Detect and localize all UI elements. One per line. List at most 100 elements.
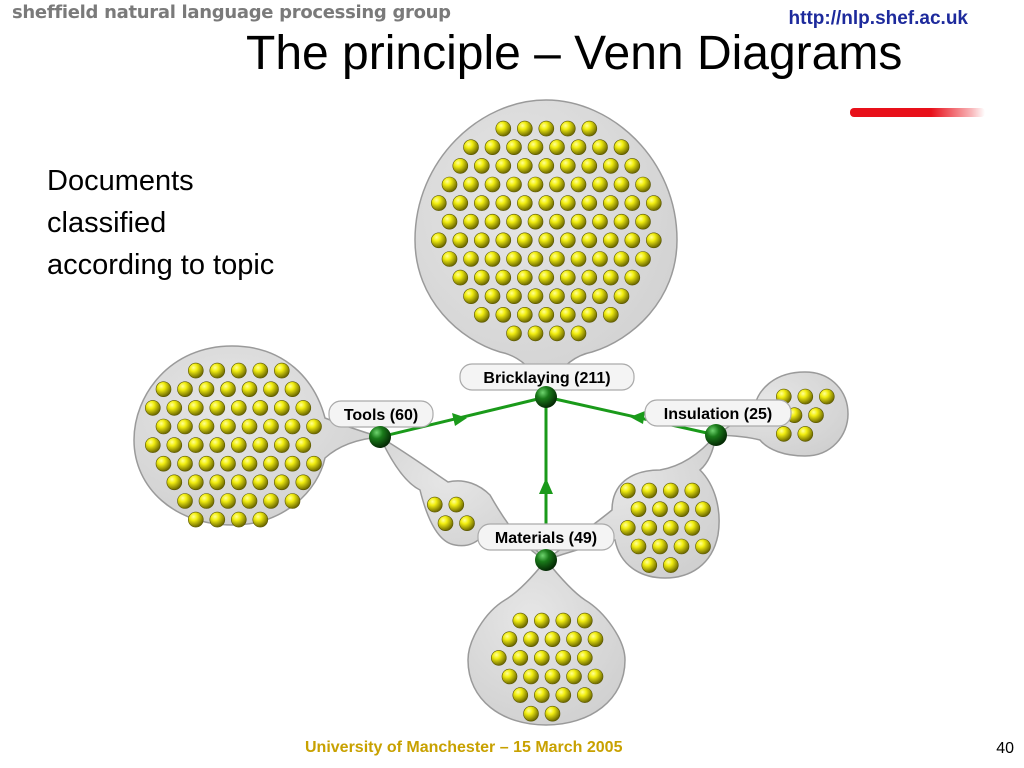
document-ball <box>797 388 814 405</box>
materials-label: Materials (49) <box>495 530 597 547</box>
document-ball <box>602 158 619 174</box>
document-ball <box>273 437 290 453</box>
document-ball <box>635 213 651 230</box>
document-ball <box>516 120 533 137</box>
document-ball <box>527 251 544 267</box>
document-ball <box>630 538 647 555</box>
document-ball <box>527 176 544 193</box>
document-ball <box>241 381 258 398</box>
document-ball <box>652 501 668 518</box>
topic-labels[interactable]: Bricklaying (211) Tools (60) Insulation … <box>328 363 792 551</box>
document-ball <box>220 493 236 509</box>
document-ball <box>273 400 290 416</box>
document-ball <box>645 232 662 249</box>
document-ball <box>516 232 533 249</box>
document-ball <box>198 493 215 509</box>
document-ball <box>662 482 679 499</box>
document-ball <box>538 306 555 323</box>
document-ball <box>549 213 565 230</box>
document-ball <box>188 362 204 379</box>
document-ball <box>592 213 608 230</box>
document-ball <box>441 176 458 193</box>
document-ball <box>252 437 269 453</box>
document-ball <box>231 400 247 416</box>
document-ball <box>306 418 322 435</box>
document-ball <box>516 306 533 323</box>
document-ball <box>581 269 598 286</box>
document-ball <box>533 650 550 666</box>
caption-line-2: classified <box>47 207 167 239</box>
document-ball <box>570 139 587 155</box>
document-ball <box>523 631 539 648</box>
document-ball <box>555 650 572 666</box>
document-ball <box>592 139 608 155</box>
document-ball <box>662 520 679 536</box>
brand-logo-text: sheffield natural language processing gr… <box>12 2 451 23</box>
document-ball <box>570 288 587 305</box>
document-ball <box>252 362 269 379</box>
document-ball <box>501 631 518 648</box>
document-ball <box>166 437 183 453</box>
topic-nodes[interactable] <box>369 386 727 571</box>
materials-node[interactable] <box>535 549 557 571</box>
document-ball <box>587 668 604 685</box>
document-ball <box>523 668 539 685</box>
document-ball <box>463 251 479 267</box>
document-ball <box>592 288 608 305</box>
insulation-node[interactable] <box>705 424 727 446</box>
document-ball <box>452 158 469 174</box>
document-ball <box>490 650 507 666</box>
document-ball <box>775 426 792 442</box>
document-ball <box>263 381 279 398</box>
document-ball <box>592 251 608 267</box>
document-ball <box>549 176 565 193</box>
document-ball <box>155 455 172 472</box>
tools-node[interactable] <box>369 426 391 448</box>
document-ball <box>198 418 215 435</box>
document-ball <box>426 496 443 513</box>
document-ball <box>252 400 269 416</box>
document-ball <box>484 251 501 267</box>
document-ball <box>602 232 619 249</box>
document-ball <box>581 232 598 249</box>
document-ball <box>452 232 469 249</box>
document-ball <box>549 139 565 155</box>
bricklaying-node[interactable] <box>535 386 557 408</box>
document-ball <box>231 511 247 528</box>
document-ball <box>430 232 447 249</box>
document-ball <box>209 474 226 491</box>
document-ball <box>495 269 512 286</box>
title-underline-accent <box>850 108 985 117</box>
document-ball <box>145 437 161 453</box>
document-ball <box>284 493 301 509</box>
document-ball <box>641 557 658 573</box>
document-ball <box>512 650 529 666</box>
document-ball <box>177 418 193 435</box>
document-ball <box>166 474 183 491</box>
document-ball <box>231 362 247 379</box>
document-ball <box>576 687 593 703</box>
document-ball <box>484 139 501 155</box>
document-ball <box>155 418 172 435</box>
document-ball <box>673 538 690 555</box>
arrowhead-tools <box>452 413 467 426</box>
slide-title: The principle – Venn Diagrams <box>246 27 903 80</box>
document-ball <box>566 668 582 685</box>
document-ball <box>512 687 529 703</box>
footer-text: University of Manchester – 15 March 2005 <box>305 739 623 756</box>
document-ball <box>177 455 193 472</box>
document-ball <box>602 195 619 211</box>
document-ball <box>624 232 641 249</box>
document-ball <box>695 501 711 518</box>
document-ball <box>506 213 522 230</box>
document-ball <box>613 213 630 230</box>
document-ball <box>241 455 258 472</box>
site-url[interactable]: http://nlp.shef.ac.uk <box>788 8 968 29</box>
document-ball <box>523 705 539 722</box>
document-ball <box>635 251 651 267</box>
document-ball <box>516 158 533 174</box>
document-ball <box>613 176 630 193</box>
document-ball <box>495 232 512 249</box>
document-ball <box>209 511 226 528</box>
